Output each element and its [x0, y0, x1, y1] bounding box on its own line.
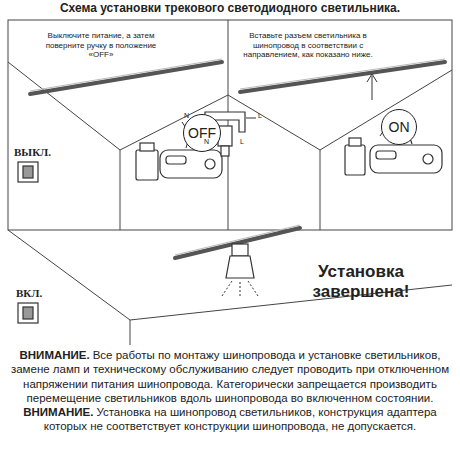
label: ВЫКЛ. — [14, 146, 51, 158]
state-text: ON — [389, 119, 410, 135]
panel-frame — [8, 20, 452, 230]
state-circle: OFF — [183, 114, 221, 152]
state-text: OFF — [188, 125, 216, 141]
warning-paragraph: ВНИМАНИЕ.Установка на шинопровод светиль… — [6, 405, 454, 434]
warning-text: Установка на шинопровод светильников, ко… — [44, 406, 437, 432]
state-circle: ON — [381, 109, 417, 145]
label: ВКЛ. — [16, 287, 42, 299]
label: L — [240, 138, 244, 145]
label: N — [204, 138, 209, 145]
label: L — [258, 112, 262, 119]
label: Выключите питание, а затем поверните руч… — [40, 31, 162, 60]
warning-paragraph: ВНИМАНИЕ.Все работы по монтажу шинопрово… — [6, 348, 454, 405]
warning-heading: ВНИМАНИЕ. — [20, 349, 90, 361]
warning-heading: ВНИМАНИЕ. — [23, 406, 93, 418]
label: N — [184, 112, 189, 119]
title: Схема установки трекового светодиодного … — [0, 1, 460, 15]
label: Вставьте разъем светильника в шинопровод… — [242, 31, 374, 60]
label: Установка завершена! — [296, 262, 426, 302]
warning-block: ВНИМАНИЕ.Все работы по монтажу шинопрово… — [6, 348, 454, 434]
